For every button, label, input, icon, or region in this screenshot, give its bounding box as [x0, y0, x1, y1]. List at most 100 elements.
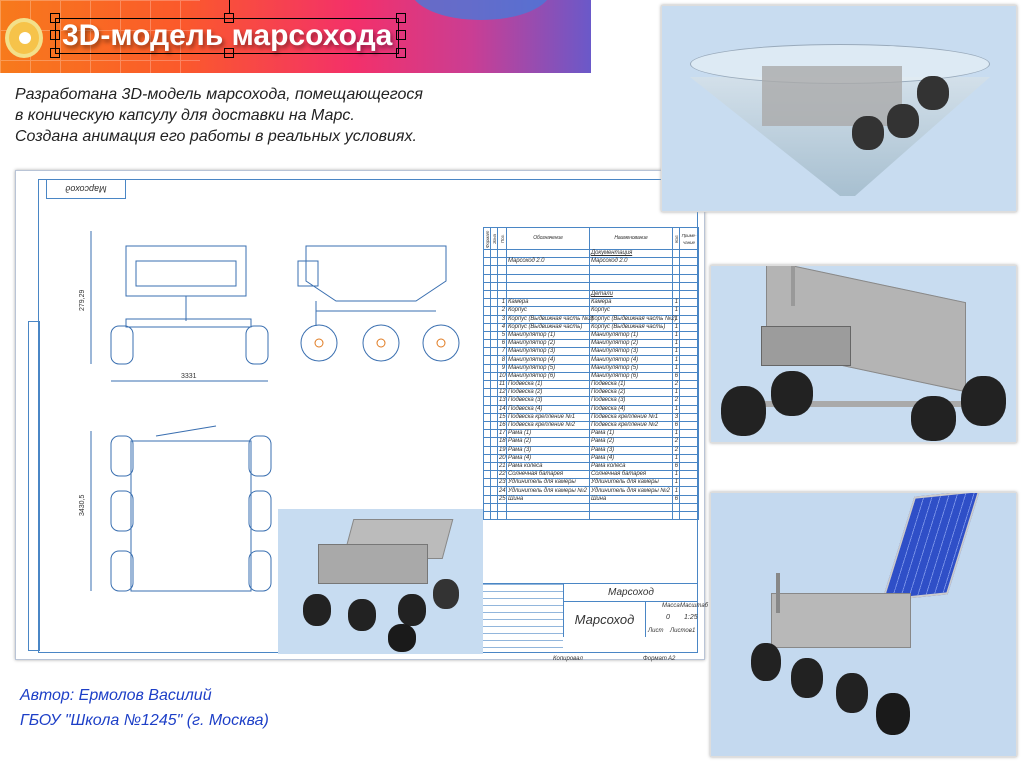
- part-name: Подвеска (1): [589, 379, 673, 390]
- part-pos: 20: [497, 453, 507, 463]
- section-heading: Документация: [589, 248, 673, 259]
- part-designation: Манипулятор (1): [506, 330, 590, 341]
- part-name: Манипулятор (2): [589, 339, 673, 349]
- part-pos: 13: [497, 396, 507, 406]
- part-name: Манипулятор (4): [589, 355, 673, 365]
- part-designation: Подвеска крепление №1: [506, 412, 590, 422]
- col-header: Приме-чание: [679, 227, 699, 250]
- resize-handle[interactable]: [50, 48, 60, 58]
- part-pos: 19: [497, 445, 507, 455]
- part-pos: 8: [497, 355, 507, 365]
- part-designation: Манипулятор (6): [506, 371, 590, 382]
- side-stamp: [28, 321, 40, 651]
- part-qty: 1: [672, 404, 680, 414]
- part-name: Корпус: [589, 306, 673, 316]
- part-name: Подвеска (3): [589, 396, 673, 406]
- part-qty: 3: [672, 412, 680, 422]
- part-pos: 10: [497, 371, 507, 382]
- part-designation: Подвеска (3): [506, 396, 590, 406]
- part-qty: 6: [672, 461, 680, 472]
- rover-close-up-render: [710, 265, 1017, 443]
- side-view: [297, 245, 460, 362]
- rotate-handle-line[interactable]: [229, 0, 230, 13]
- part-designation: Рама (2): [506, 437, 590, 447]
- part-designation: Подвеска (4): [506, 404, 590, 414]
- part-name: Рама колеса: [589, 461, 673, 472]
- part-designation: Рама (3): [506, 445, 590, 455]
- part-qty: 1: [672, 470, 680, 480]
- part-name: Корпус (Выдвижная часть №2): [589, 314, 677, 324]
- part-designation: Подвеска крепление №2: [506, 420, 590, 431]
- part-qty: 1: [672, 347, 680, 357]
- mass-value: 0: [666, 614, 670, 621]
- part-qty: 1: [672, 355, 680, 365]
- part-designation: Подвеска (2): [506, 388, 590, 398]
- part-name: Рама (2): [589, 437, 673, 447]
- description-line: Создана анимация его работы в реальных у…: [15, 128, 417, 145]
- resize-handle[interactable]: [50, 13, 60, 23]
- resize-handle[interactable]: [396, 30, 406, 40]
- col-header: Обозначение: [506, 227, 590, 250]
- rover-render-inset: [278, 509, 483, 654]
- part-qty: 1: [672, 486, 680, 496]
- part-pos: 15: [497, 412, 507, 422]
- part-pos: 25: [497, 494, 507, 504]
- part-name: Подвеска крепление №1: [589, 412, 673, 422]
- part-designation: Рама (4): [506, 453, 590, 463]
- resize-handle[interactable]: [396, 13, 406, 23]
- part-qty: 2: [672, 445, 680, 455]
- resize-handle[interactable]: [396, 48, 406, 58]
- description: Разработана 3D-модель марсохода, помещаю…: [15, 84, 423, 147]
- part-name: Манипулятор (3): [589, 347, 673, 357]
- dimension-length: 3430,5: [79, 494, 86, 516]
- part-pos: 2: [497, 306, 507, 316]
- part-pos: 24: [497, 486, 507, 496]
- part-designation: Корпус (Выдвижная часть): [506, 322, 590, 332]
- part-pos: 5: [497, 330, 507, 341]
- part-qty: 1: [672, 388, 680, 398]
- resize-handle[interactable]: [50, 30, 60, 40]
- col-header: Зона: [490, 227, 498, 250]
- part-name: Корпус (Выдвижная часть): [589, 322, 673, 332]
- author-school: ГБОУ "Школа №1245" (г. Москва): [20, 712, 269, 729]
- rover-views: 279,29 3331 3430,5: [79, 231, 460, 592]
- part-designation: Манипулятор (2): [506, 339, 590, 349]
- sheets-label: Листов: [670, 628, 692, 634]
- resize-handle[interactable]: [224, 48, 234, 58]
- part-designation: Корпус: [506, 306, 590, 316]
- doc-designation: Марсоход 2.0: [506, 257, 590, 267]
- top-view: [90, 425, 272, 592]
- rover-solar-panel-render: [710, 492, 1017, 757]
- resize-handle[interactable]: [224, 13, 234, 23]
- part-pos: 3: [497, 314, 507, 324]
- slide-title[interactable]: 3D-модель марсохода: [55, 18, 400, 54]
- part-pos: 1: [497, 298, 507, 308]
- col-header: Наименование: [589, 227, 673, 250]
- dimension-height: 279,29: [79, 289, 86, 311]
- part-qty: 2: [672, 396, 680, 406]
- part-pos: 16: [497, 420, 507, 431]
- part-qty: 6: [672, 494, 680, 504]
- part-pos: 11: [497, 379, 507, 390]
- author-info: Автор: Ермолов Василий ГБОУ "Школа №1245…: [20, 683, 269, 733]
- scale-label: Масштаб: [680, 603, 709, 609]
- part-name: Удлинитель для камеры: [589, 478, 673, 488]
- part-designation: Солнечная батарея: [506, 470, 590, 480]
- part-qty: 1: [672, 306, 680, 316]
- part-qty: 2: [672, 379, 680, 390]
- col-header: Кол.: [672, 227, 680, 250]
- part-name: Подвеска (4): [589, 404, 673, 414]
